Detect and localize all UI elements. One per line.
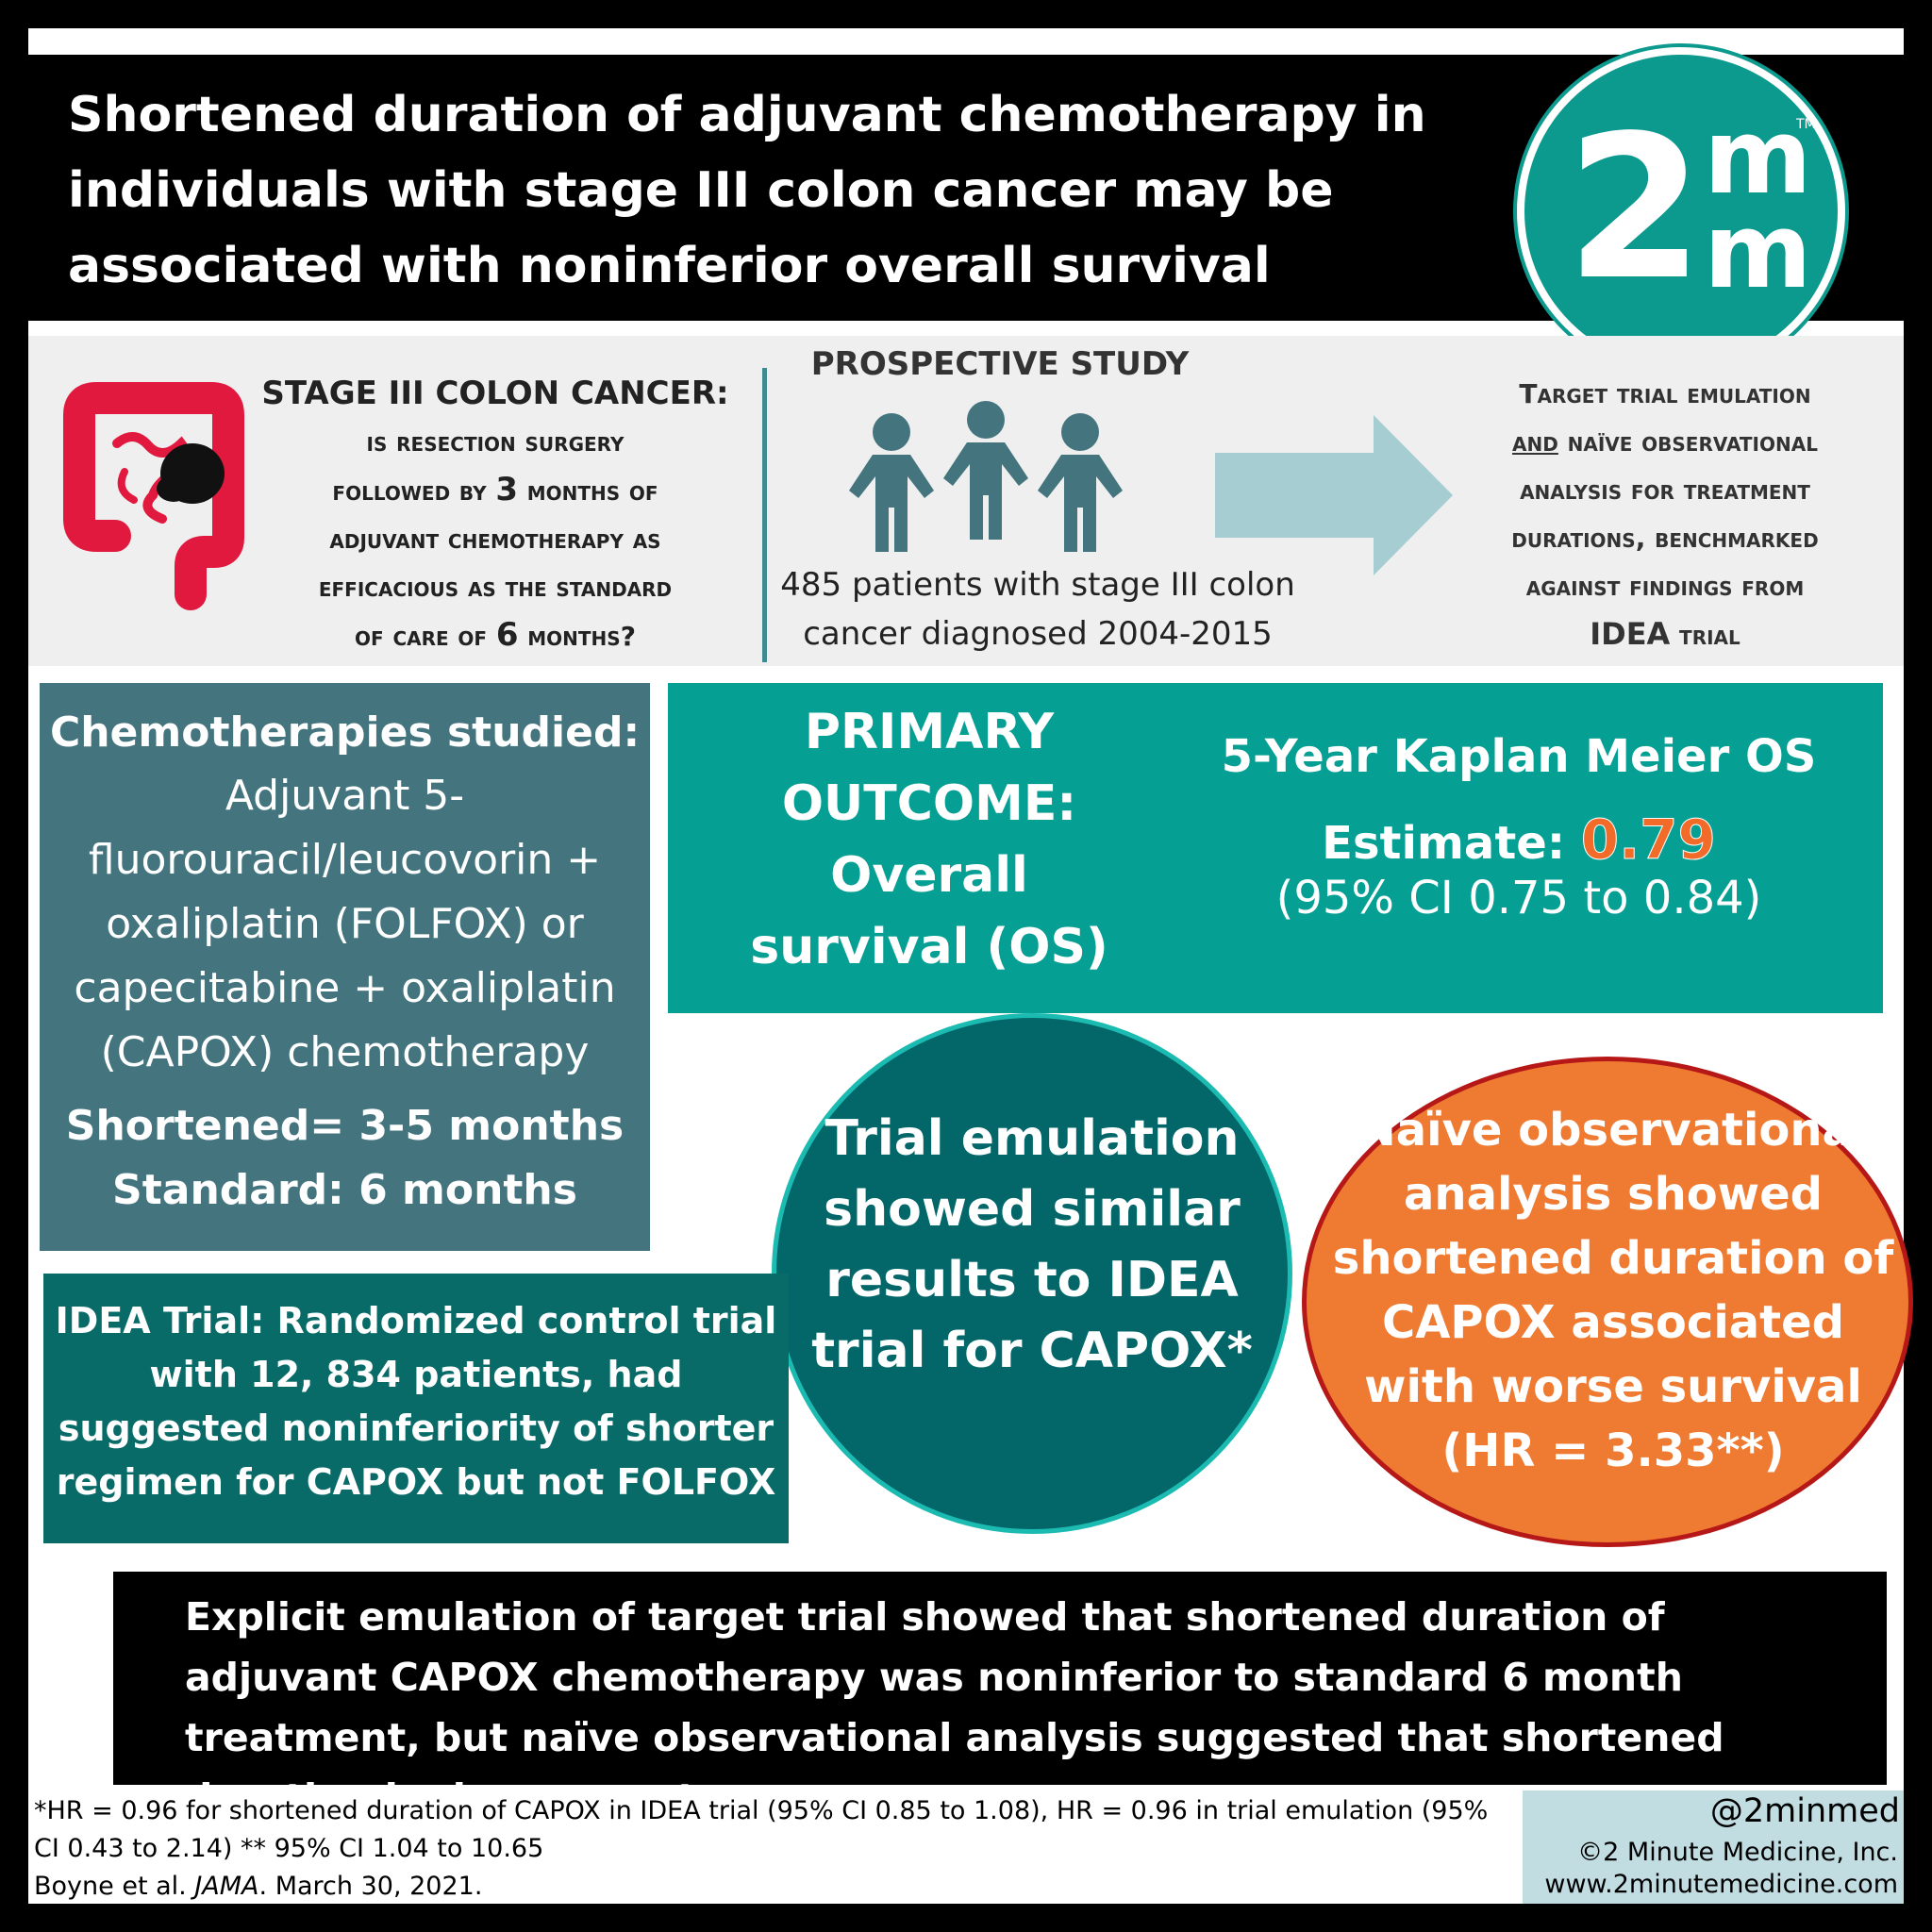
- logo-m-bottom: m: [1704, 191, 1812, 311]
- page-title: Shortened duration of adjuvant chemother…: [68, 87, 1426, 294]
- kaplan-meier-estimate: 5-Year Kaplan Meier OS Estimate: 0.79: [1179, 715, 1858, 885]
- trial-emulation-result: Trial emulation showed similar results t…: [811, 1110, 1253, 1379]
- naive-analysis-circle: [1302, 1057, 1913, 1547]
- trial-emulation-circle: [772, 1013, 1292, 1534]
- footnote: *HR = 0.96 for shortened duration of CAP…: [34, 1792, 1515, 1906]
- logo-m-top: m: [1704, 96, 1812, 217]
- primary-outcome: PRIMARY OUTCOME: Overall survival (OS): [750, 704, 1108, 975]
- analysis-description: Target trial emulation and naïve observa…: [1443, 370, 1887, 659]
- question-line: followed by 3 months of: [332, 471, 658, 508]
- analysis-line: durations, benchmarked: [1511, 523, 1819, 554]
- analysis-line: analysis for treatment: [1520, 475, 1810, 506]
- vertical-divider: [762, 368, 767, 662]
- analysis-line: IDEA trial: [1590, 616, 1740, 652]
- research-question: STAGE III COLON CANCER: is resection sur…: [255, 370, 736, 660]
- chemo-body: Adjuvant 5-fluorouracil/leucovorin + oxa…: [74, 772, 616, 1076]
- study-heading: PROSPECTIVE STUDY: [810, 345, 1190, 383]
- arrow-right-icon: [1215, 415, 1453, 575]
- km-estimate-line: Estimate: 0.79: [1322, 808, 1716, 873]
- footnote-stats: *HR = 0.96 for shortened duration of CAP…: [34, 1796, 1489, 1863]
- people-icon: [849, 401, 1123, 552]
- website-link[interactable]: www.2minutemedicine.com: [1544, 1870, 1898, 1899]
- question-line: of care of 6 months?: [355, 616, 636, 654]
- copyright: ©2 Minute Medicine, Inc.: [1577, 1838, 1898, 1867]
- credit-box: [1523, 1790, 1904, 1904]
- km-heading: 5-Year Kaplan Meier OS: [1221, 730, 1817, 783]
- analysis-line: and naïve observational: [1512, 426, 1818, 458]
- logo-2m: 2 m m TM: [1517, 47, 1845, 375]
- logo-trademark: TM: [1796, 117, 1816, 132]
- citation: Boyne et al. JAMA. March 30, 2021.: [34, 1872, 483, 1901]
- analysis-line: Target trial emulation: [1519, 378, 1811, 409]
- idea-trial-box: IDEA Trial: Randomized control trial wit…: [43, 1274, 789, 1543]
- study-design-band: [28, 336, 1904, 666]
- question-heading: STAGE III COLON CANCER:: [261, 375, 729, 412]
- chemo-heading: Chemotherapies studied:: [49, 708, 641, 757]
- question-line: adjuvant chemotherapy as: [329, 524, 661, 555]
- chemo-shortened: Shortened= 3-5 months: [65, 1102, 625, 1150]
- chemo-standard: Standard: 6 months: [112, 1166, 577, 1214]
- logo-digit: 2: [1566, 92, 1705, 324]
- km-confidence-interval: (95% CI 0.75 to 0.84): [1275, 872, 1762, 924]
- conclusion-bar: [113, 1572, 1887, 1785]
- analysis-line: against findings from: [1525, 571, 1805, 602]
- question-line: efficacious as the standard: [318, 572, 673, 603]
- study-description: 485 patients with stage III colon cancer…: [780, 566, 1295, 653]
- outcome-box: [668, 683, 1883, 1013]
- km-estimate-value: 0.79: [1580, 808, 1716, 873]
- question-line: is resection surgery: [366, 426, 625, 458]
- social-handle: @2minmed: [1709, 1792, 1900, 1830]
- naive-analysis-result: Naïve observational analysis showed shor…: [1332, 1104, 1894, 1477]
- chemotherapies-box: Chemotherapies studied: Adjuvant 5-fluor…: [40, 683, 650, 1251]
- conclusion-text: Explicit emulation of target trial showe…: [185, 1594, 1724, 1821]
- colon-icon: [63, 382, 244, 610]
